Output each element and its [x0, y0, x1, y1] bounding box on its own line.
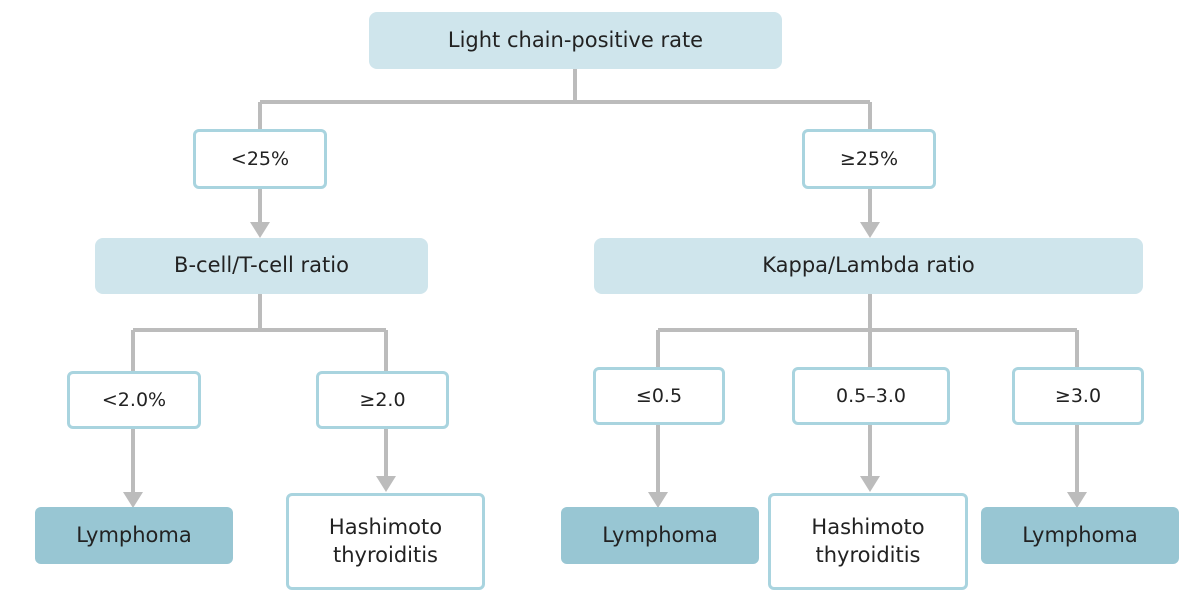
left-result-hashimoto-line2: thyroiditis — [333, 542, 438, 567]
left-result-hashimoto: Hashimoto thyroiditis — [286, 493, 485, 590]
root-label: Light chain-positive rate — [447, 27, 704, 52]
right-condition-label: ≥25% — [839, 147, 899, 170]
left-result-lymphoma: Lymphoma — [35, 507, 233, 564]
right-test-node: Kappa/Lambda ratio — [594, 238, 1143, 294]
right-child-3-condition-node: ≥3.0 — [1012, 367, 1144, 425]
arrow-left-2 — [376, 476, 396, 492]
arrow-right-3 — [1067, 492, 1087, 508]
right-test-label: Kappa/Lambda ratio — [762, 253, 975, 278]
right-child-2-condition-node: 0.5–3.0 — [792, 367, 950, 425]
arrow-right-2 — [860, 476, 880, 492]
right-result-hashimoto-line2: thyroiditis — [815, 542, 921, 567]
right-child-1-condition-node: ≤0.5 — [593, 367, 725, 425]
connector-left-test — [131, 294, 388, 372]
left-child-1-condition-label: <2.0% — [101, 388, 167, 411]
left-child-2-condition-node: ≥2.0 — [316, 371, 449, 429]
right-child-3-condition-label: ≥3.0 — [1054, 384, 1102, 407]
left-result-hashimoto-line1: Hashimoto — [328, 515, 443, 540]
arrow-right-1 — [648, 492, 668, 508]
connector-right-test — [656, 294, 1079, 368]
arrow-right-test — [860, 222, 880, 238]
arrow-left-1 — [123, 492, 143, 508]
right-result-lymphoma-2-label: Lymphoma — [1022, 522, 1138, 547]
right-result-hashimoto-line1: Hashimoto — [811, 515, 925, 540]
root-node: Light chain-positive rate — [369, 12, 782, 69]
right-result-lymphoma-2: Lymphoma — [981, 507, 1179, 564]
right-condition-node: ≥25% — [802, 129, 936, 189]
arrow-left-test — [250, 222, 270, 238]
right-result-lymphoma-1: Lymphoma — [561, 507, 759, 564]
left-result-lymphoma-label: Lymphoma — [76, 522, 192, 547]
connector-root — [258, 68, 872, 130]
left-test-label: B-cell/T-cell ratio — [174, 253, 349, 278]
left-condition-node: <25% — [193, 129, 327, 189]
left-condition-label: <25% — [230, 147, 290, 170]
right-result-hashimoto: Hashimoto thyroiditis — [768, 493, 968, 590]
right-child-2-condition-label: 0.5–3.0 — [836, 384, 906, 407]
right-result-lymphoma-1-label: Lymphoma — [602, 522, 718, 547]
left-child-2-condition-label: ≥2.0 — [359, 388, 406, 411]
left-test-node: B-cell/T-cell ratio — [95, 238, 428, 294]
right-child-1-condition-label: ≤0.5 — [635, 384, 683, 407]
left-child-1-condition-node: <2.0% — [67, 371, 201, 429]
